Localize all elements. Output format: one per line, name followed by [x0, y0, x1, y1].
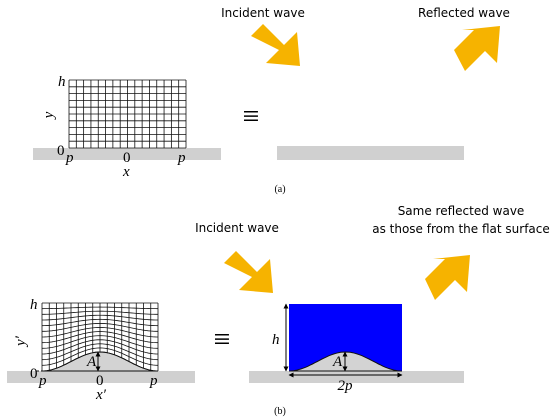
- grid-line: [41, 339, 159, 355]
- flat-surface-a-right: [277, 146, 464, 160]
- reflected-wave-arrow-a: [454, 26, 500, 71]
- zero-label-b: 0: [30, 366, 38, 382]
- zero-label-a: 0: [57, 143, 65, 159]
- y-label-a: y: [41, 111, 57, 120]
- caption-a: (a): [274, 184, 285, 195]
- incident-wave-label-a: Incident wave: [221, 6, 305, 20]
- right-p-label-b: p: [149, 373, 158, 389]
- grid-line: [41, 310, 159, 315]
- caption-b: (b): [274, 406, 286, 417]
- reflected-wave-arrow-b: [425, 255, 470, 300]
- grid-line: [41, 335, 159, 349]
- grid-line: [41, 343, 159, 361]
- reflected-wave-label-a: Reflected wave: [418, 6, 510, 20]
- center-zero-b: 0: [96, 373, 104, 389]
- incident-wave-label-b: Incident wave: [195, 221, 279, 235]
- grid-line: [41, 323, 159, 332]
- grid-line: [41, 314, 159, 321]
- mesh-grid-a: [68, 79, 187, 149]
- h-label-b-right: h: [272, 332, 280, 348]
- grid-line: [41, 327, 159, 338]
- right-p-label-a: p: [177, 150, 186, 166]
- width-label-b-right: 2p: [338, 378, 354, 394]
- equiv-sign-b: ≡: [214, 323, 231, 356]
- incident-wave-arrow-b: [224, 251, 273, 293]
- left-p-label-b: p: [38, 373, 47, 389]
- equiv-sign-a: ≡: [243, 100, 260, 133]
- flat-surface-b-right: [249, 371, 464, 383]
- grid-line: [41, 347, 159, 366]
- grid-line: [41, 306, 159, 310]
- x-label-b: x′: [95, 387, 107, 403]
- left-p-label-a: p: [65, 150, 74, 166]
- h-label-b: h: [30, 297, 38, 313]
- blue-medium-region: [289, 304, 402, 371]
- incident-wave-arrow-a-shape: [251, 24, 300, 66]
- mesh-grid-b: [41, 302, 159, 372]
- x-label-a: x: [122, 164, 130, 180]
- h-label-a: h: [58, 74, 66, 90]
- flat-surface-b-left: [7, 371, 195, 383]
- grid-line: [41, 318, 159, 327]
- flat-surface-a-left: [33, 148, 221, 160]
- reflected-label-b-line2: as those from the flat surface: [372, 222, 550, 236]
- amp-label-b-right: A: [332, 354, 343, 370]
- amp-label-b-left: A: [86, 354, 97, 370]
- y-label-b: y′: [13, 335, 29, 348]
- reflected-label-b-line1: Same reflected wave: [398, 204, 525, 218]
- grid-line: [41, 331, 159, 344]
- center-zero-a: 0: [123, 150, 131, 166]
